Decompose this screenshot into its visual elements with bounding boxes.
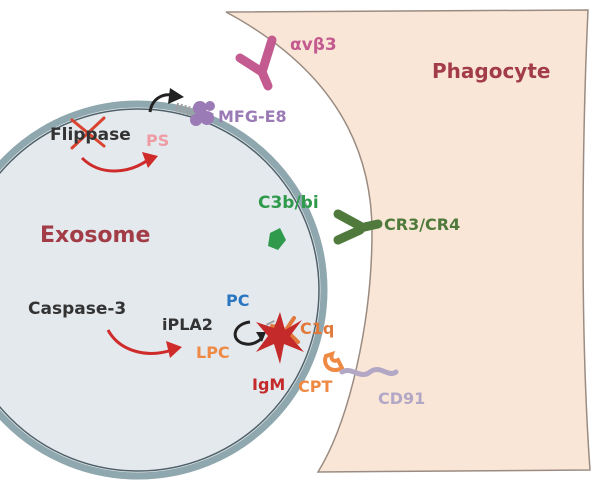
flippase-to-ps-arrowhead-icon: [142, 152, 158, 168]
ps-label: PS: [146, 131, 169, 150]
cr3cr4-label: CR3/CR4: [384, 215, 460, 234]
flippase-label: Flippase: [50, 125, 131, 145]
exosome-label: Exosome: [40, 223, 150, 248]
c1q-label: C1q: [300, 319, 334, 338]
cd91-receptor-icon: [339, 366, 399, 378]
igm-antibody-icon: [256, 312, 304, 364]
avb3-receptor-icon: [235, 35, 277, 91]
c3bbi-ligand-icon: [268, 228, 286, 250]
exosome-membrane-inner-line: [0, 108, 320, 472]
c3bbi-label: C3b/bi: [258, 193, 319, 213]
flippase-inhibited-cross-icon: [70, 116, 106, 150]
phagocyte-cell: [225, 9, 591, 473]
cr3cr4-receptor-icon: [333, 209, 383, 245]
ipla2-loop-arrowhead-icon: [256, 332, 266, 342]
lpc-label: LPC: [196, 343, 230, 362]
caspase3-to-lpc-arrowhead-icon: [166, 341, 182, 358]
caspase3-label: Caspase-3: [28, 299, 126, 319]
cpt-label: CPT: [298, 377, 332, 396]
exosome-vesicle: [0, 100, 328, 480]
phagocyte-label: Phagocyte: [432, 59, 550, 83]
mfge8-molecule-icon: [190, 101, 215, 126]
flip-arrow-head-icon: [168, 88, 184, 104]
pc-label: PC: [226, 291, 249, 310]
ipla2-label: iPLA2: [162, 315, 213, 334]
mfge8-label: MFG-E8: [218, 107, 287, 126]
avb3-label: αvβ3: [290, 35, 337, 55]
cpt-molecule-icon: [323, 350, 345, 373]
igm-label: IgM: [252, 375, 285, 394]
flippase-to-ps-arrow-icon: [80, 156, 149, 173]
ipla2-loop-arrow-icon: [233, 320, 264, 346]
caspase3-to-lpc-arrow-icon: [106, 329, 173, 355]
cd91-label: CD91: [378, 389, 425, 408]
